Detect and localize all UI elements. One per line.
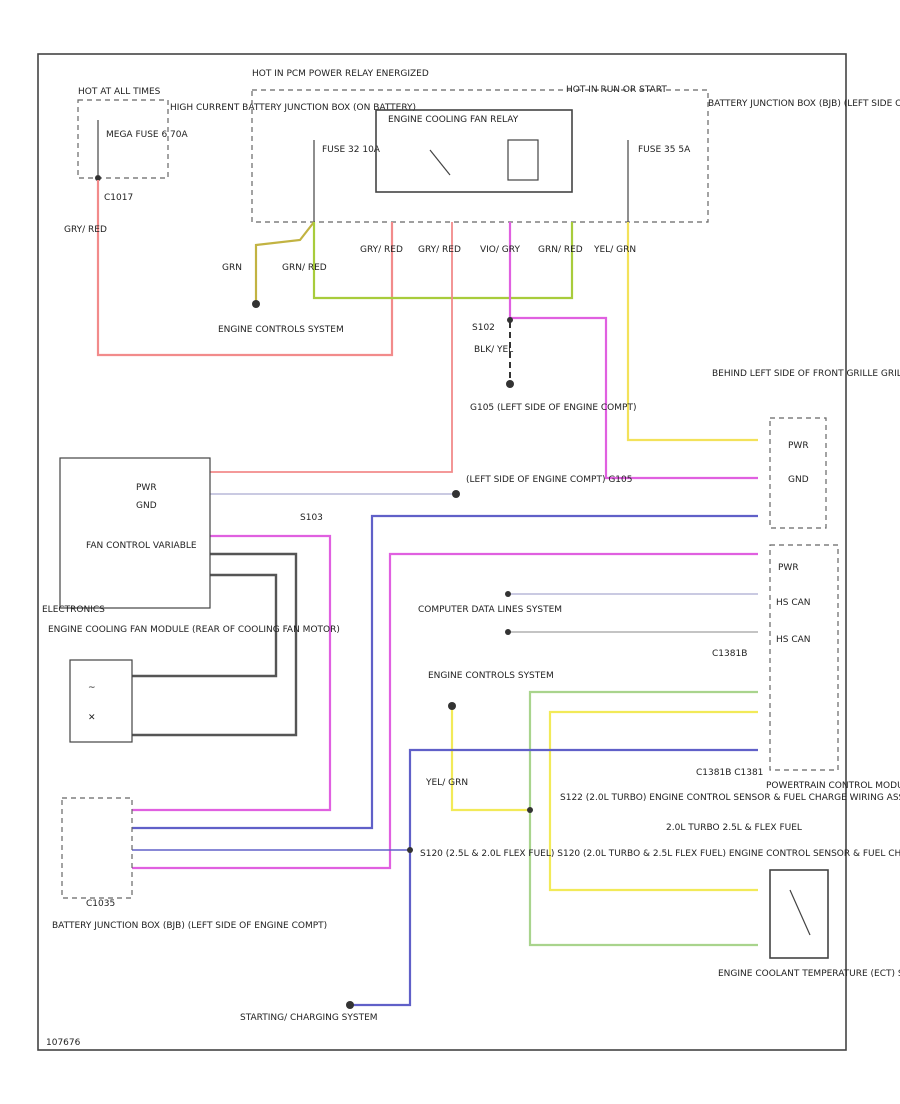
diagram-frame: [37, 53, 847, 1051]
mega-fuse-label: MEGA FUSE 6 70A: [106, 130, 189, 140]
engine-cooling-relay-box: [375, 109, 573, 193]
fan-gnd-label: GND: [136, 501, 157, 511]
blk-yel-label: BLK/ YEL: [474, 345, 513, 355]
wire-vio-grille: [510, 316, 758, 480]
engine-controls-label: ENGINE CONTROLS SYSTEM: [218, 325, 344, 335]
grille-gnd-label: GND: [788, 475, 809, 485]
bjb-bottom-label: BATTERY JUNCTION BOX (BJB) (LEFT SIDE OF…: [52, 921, 327, 931]
wire-vio-pcm: [132, 552, 758, 870]
engine-controls-2-label: ENGINE CONTROLS SYSTEM: [428, 671, 554, 681]
bjb-top-box: [251, 89, 709, 223]
fan-module-box: [59, 457, 211, 609]
fan-motor-box: [69, 659, 133, 743]
s122-splice: [527, 807, 533, 813]
g105-right-label: (LEFT SIDE OF ENGINE COMPT) G105: [466, 475, 632, 485]
hot-pcm-power-label: HOT IN PCM POWER RELAY ENERGIZED: [252, 69, 429, 79]
fan-motor-icon: ~: [88, 683, 96, 693]
bjb-bottom-box: [61, 797, 133, 899]
can-hi-node: [505, 591, 511, 597]
s120-splice: [407, 847, 413, 853]
engine-controls-connector: [252, 300, 260, 308]
can-lo-node: [505, 629, 511, 635]
wire-grn-vio-ect: [528, 690, 758, 947]
s102-label: S102: [472, 323, 495, 333]
hot-run-start-label: HOT IN RUN OR START: [566, 85, 667, 95]
grille-pwr-label: PWR: [788, 441, 809, 451]
ect-sensor-label: ENGINE COOLANT TEMPERATURE (ECT) SENSOR …: [718, 969, 900, 979]
bjb-left-side-label: BATTERY JUNCTION BOX (BJB) (LEFT SIDE OF…: [708, 99, 900, 109]
ect-sensor-element: [789, 889, 811, 936]
fan-blade-icon: ✕: [88, 713, 96, 723]
grn-label: GRN: [222, 263, 242, 273]
g105-label: G105 (LEFT SIDE OF ENGINE COMPT): [470, 403, 636, 413]
footer-code: 107676: [46, 1038, 81, 1048]
wire-yel-org: [626, 222, 758, 442]
pcm-box: [769, 544, 839, 771]
gry-red-label-2: GRY/ RED: [360, 245, 403, 255]
c1381b-c1381-label: C1381B C1381: [696, 768, 763, 778]
g105-ground: [506, 380, 514, 388]
starting-charging-label: STARTING/ CHARGING SYSTEM: [240, 1013, 378, 1023]
yel-grn-label: YEL/ GRN: [593, 245, 636, 255]
wire-yel-ect: [548, 710, 758, 892]
hs-can-hi-label: HS CAN: [776, 598, 811, 608]
gry-red-label-3: GRY/ RED: [418, 245, 461, 255]
c1035-label: C1035: [86, 899, 115, 909]
gry-red-label-1: GRY/ RED: [64, 225, 107, 235]
vio-gry-label: VIO/ GRY: [480, 245, 520, 255]
wire-gry-red-main: [96, 180, 394, 357]
yel-grn-wire-label: YEL/ GRN: [425, 778, 468, 788]
pcm-label: POWERTRAIN CONTROL MODULE (PCM) (LEFT SI…: [766, 781, 900, 791]
electronics-label: ELECTRONICS: [42, 605, 105, 615]
high-current-bjb-label: HIGH CURRENT BATTERY JUNCTION BOX (ON BA…: [170, 103, 416, 113]
relay-switch-contact: [429, 149, 451, 176]
engine-controls-2-connector: [448, 702, 456, 710]
pcm-pwr-label: PWR: [778, 563, 799, 573]
s120-label: S120 (2.5L & 2.0L FLEX FUEL) S120 (2.0L …: [420, 849, 900, 859]
engine-cooling-relay-label: ENGINE COOLING FAN RELAY: [388, 115, 519, 125]
grn-red-label-2: GRN/ RED: [538, 245, 583, 255]
wire-gry-motor-a: [132, 552, 298, 737]
s122-label: S122 (2.0L TURBO) ENGINE CONTROL SENSOR …: [560, 793, 900, 803]
s103-label: S103: [300, 513, 323, 523]
fuse-35-label: FUSE 35 5A: [638, 145, 691, 155]
flex-fuel-label: 2.0L TURBO 2.5L & FLEX FUEL: [666, 823, 802, 833]
wire-yel-grn: [450, 708, 530, 812]
wire-grn: [254, 221, 315, 302]
computer-data-lines-label: COMPUTER DATA LINES SYSTEM: [418, 605, 562, 615]
wire-grn-red: [312, 222, 574, 300]
wire-vio-fan: [132, 534, 332, 812]
grille-shutter-box: [769, 417, 827, 529]
high-current-bjb-box: [77, 99, 169, 179]
wire-gry-red-pwr: [210, 222, 453, 473]
wire-blu-grn: [132, 514, 758, 830]
wire-blu-grn-start: [352, 748, 758, 1007]
fan-pwr-label: PWR: [136, 483, 157, 493]
ect-sensor-box: [769, 869, 829, 959]
hs-can-lo-label: HS CAN: [776, 635, 811, 645]
c1017-pin: [95, 175, 101, 181]
fuse-32-label: FUSE 32 10A: [322, 145, 381, 155]
hot-at-all-times-label: HOT AT ALL TIMES: [78, 87, 161, 97]
wire-gry-motor-b: [132, 573, 278, 678]
c1017-label: C1017: [104, 193, 133, 203]
starting-charging-connector: [346, 1001, 354, 1009]
grn-red-label: GRN/ RED: [282, 263, 327, 273]
fan-control-label: FAN CONTROL VARIABLE: [86, 541, 197, 551]
s102-splice: [507, 317, 513, 323]
fan-module-label: ENGINE COOLING FAN MODULE (REAR OF COOLI…: [48, 625, 340, 635]
c1381b-label: C1381B: [712, 649, 747, 659]
g105-right-ground: [452, 490, 460, 498]
grille-shutter-label: BEHIND LEFT SIDE OF FRONT GRILLE GRILLE …: [712, 369, 900, 379]
relay-coil: [507, 139, 539, 181]
